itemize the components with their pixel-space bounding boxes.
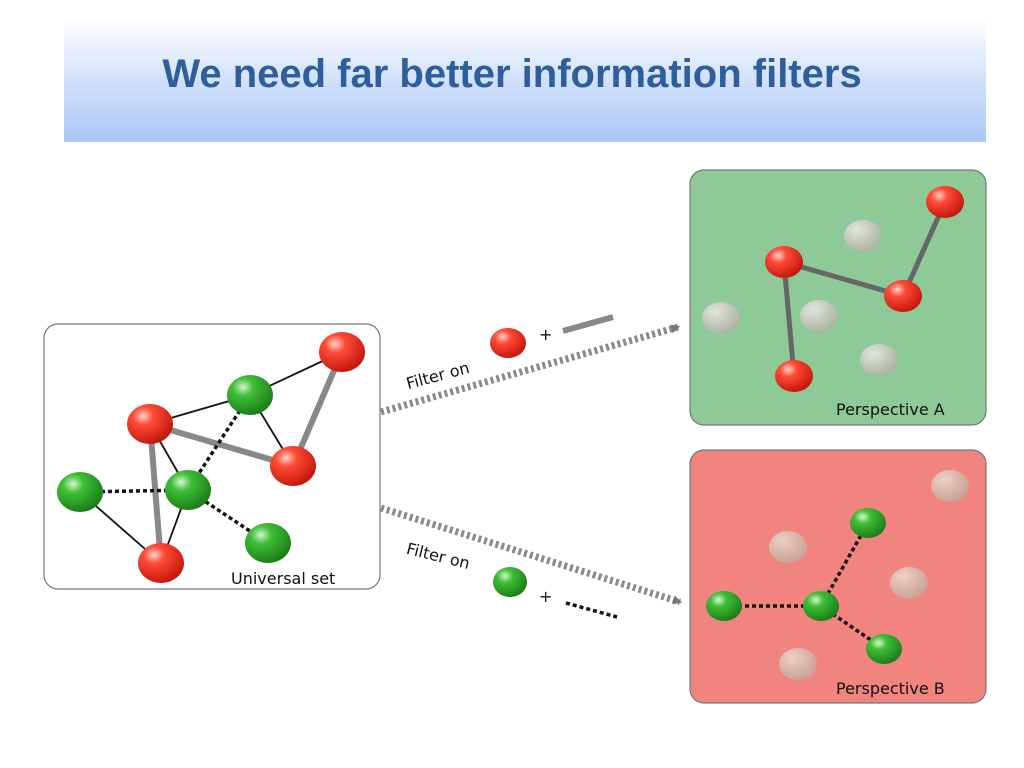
- title-banner: [64, 18, 986, 142]
- perspective-b-label: Perspective B: [836, 679, 945, 698]
- green-node: [866, 634, 902, 664]
- red-node: [319, 332, 365, 372]
- universal-set-panel: [43, 323, 381, 590]
- gray-node: [769, 531, 807, 563]
- perspective-a-label: Perspective A: [836, 400, 945, 419]
- red-node: [765, 246, 803, 278]
- filter-green-node-icon: [493, 567, 527, 597]
- solid-edge-legend-icon: [562, 314, 614, 334]
- universal-set-label: Universal set: [231, 569, 335, 588]
- green-node: [227, 375, 273, 415]
- perspective-b-graph: [706, 470, 969, 680]
- filter-label-bottom: Filter on: [405, 539, 472, 573]
- edge-thick: [290, 350, 345, 468]
- red-node: [775, 360, 813, 392]
- gray-node: [800, 300, 838, 332]
- green-node: [57, 472, 103, 512]
- red-node: [138, 543, 184, 583]
- filter-plus-top: +: [539, 325, 552, 344]
- edge-dotted: [819, 522, 870, 607]
- perspective-a-panel: [689, 169, 987, 426]
- gray-node: [844, 220, 882, 252]
- filter-label-top: Filter on: [404, 358, 471, 393]
- dotted-edge-legend-icon: [565, 601, 618, 619]
- red-node: [926, 186, 964, 218]
- filter-arrow-bottom: [379, 504, 683, 606]
- red-node: [884, 280, 922, 312]
- edge-thick: [783, 259, 904, 299]
- green-node: [165, 470, 211, 510]
- edge-thick: [781, 261, 797, 377]
- green-node: [245, 523, 291, 563]
- page-title: We need far better information filters: [162, 52, 862, 96]
- red-node: [127, 404, 173, 444]
- universal-nodes: [57, 332, 365, 583]
- green-node: [706, 591, 742, 621]
- perspective-a-graph: [702, 186, 964, 392]
- edge-thick: [900, 200, 948, 298]
- gray-node: [890, 567, 928, 599]
- red-node: [270, 446, 316, 486]
- edge-thick: [149, 421, 294, 469]
- green-node: [850, 508, 886, 538]
- gray-node: [860, 344, 898, 376]
- perspective-b-panel: [689, 449, 987, 704]
- gray-node: [702, 302, 740, 334]
- green-node: [803, 591, 839, 621]
- filter-plus-bottom: +: [539, 587, 552, 606]
- gray-node: [931, 470, 969, 502]
- filter-red-node-icon: [490, 328, 526, 358]
- edge-thick: [147, 423, 164, 564]
- gray-node: [779, 648, 817, 680]
